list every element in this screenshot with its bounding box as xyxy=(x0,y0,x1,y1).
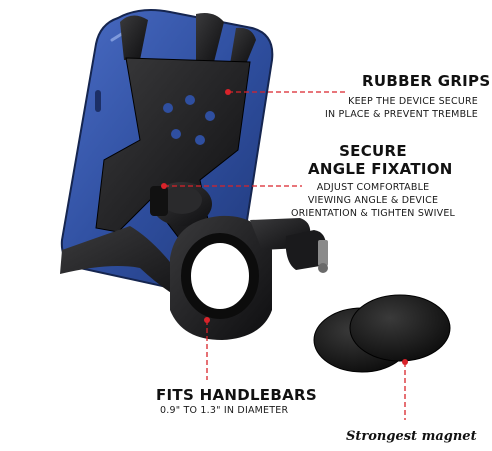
angle-desc-line2: VIEWING ANGLE & DEVICE xyxy=(307,195,439,206)
magnetic-pads xyxy=(313,294,451,373)
angle-desc-line1: ADJUST COMFORTABLE xyxy=(316,182,430,193)
callout-lines xyxy=(164,91,406,420)
grips-desc-line1: KEEP THE DEVICE SECURE xyxy=(348,96,478,107)
angle-title-line1: SECURE xyxy=(339,142,407,160)
angle-title-line2: ANGLE FIXATION xyxy=(308,160,453,178)
handlebars-desc: 0.9" TO 1.3" IN DIAMETER xyxy=(160,405,289,416)
grips-title: RUBBER GRIPS xyxy=(362,72,491,90)
angle-desc-line3: ORIENTATION & TIGHTEN SWIVEL xyxy=(290,208,456,219)
grips-desc-line2: IN PLACE & PREVENT TREMBLE xyxy=(325,109,478,120)
handlebar-clamp xyxy=(170,215,328,340)
swivel-joint xyxy=(150,182,212,226)
callout-dots xyxy=(161,89,408,365)
magnet-caption: Strongest magnet xyxy=(346,429,477,444)
handlebars-title: FITS HANDLEBARS xyxy=(156,386,317,404)
